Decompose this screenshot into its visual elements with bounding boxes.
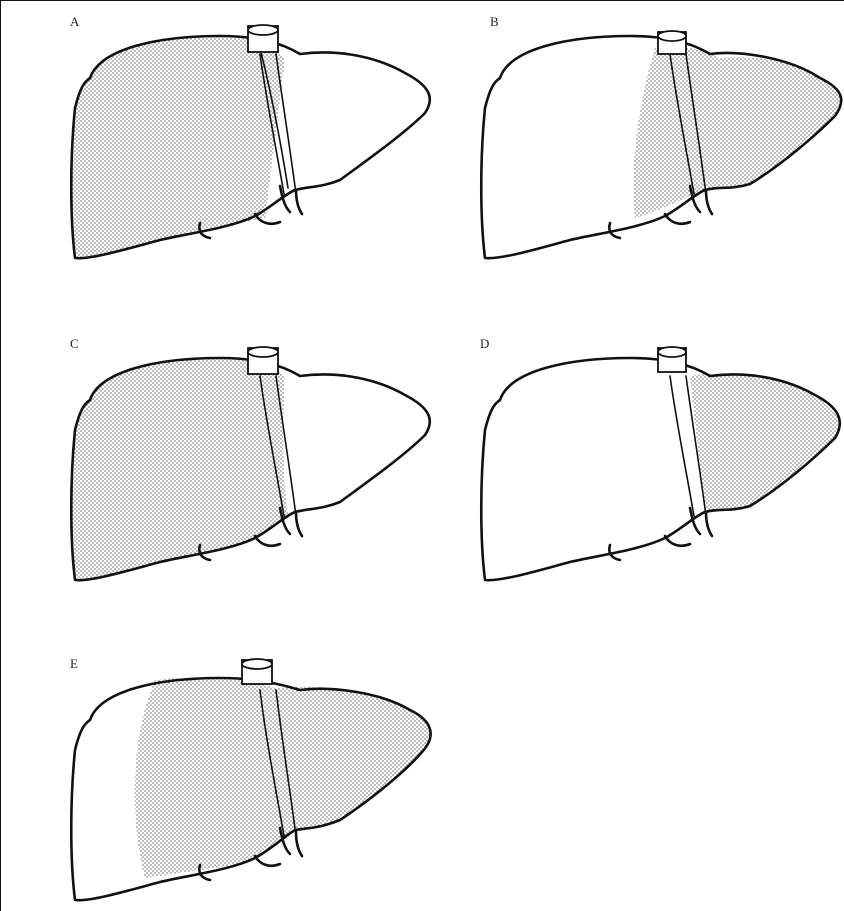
panel-b: B xyxy=(480,18,844,268)
shaded-region xyxy=(480,18,844,268)
panel-d: D xyxy=(480,340,844,590)
liver-diagram xyxy=(70,340,440,590)
shaded-region xyxy=(480,340,844,590)
liver-diagram xyxy=(480,340,844,590)
liver-diagram xyxy=(480,18,844,268)
liver-diagram xyxy=(70,660,440,910)
shaded-region xyxy=(70,340,440,590)
shaded-region xyxy=(70,18,440,268)
panel-a: A xyxy=(70,18,440,268)
panel-c: C xyxy=(70,340,440,590)
panel-e: E xyxy=(70,660,440,910)
liver-diagram xyxy=(70,18,440,268)
